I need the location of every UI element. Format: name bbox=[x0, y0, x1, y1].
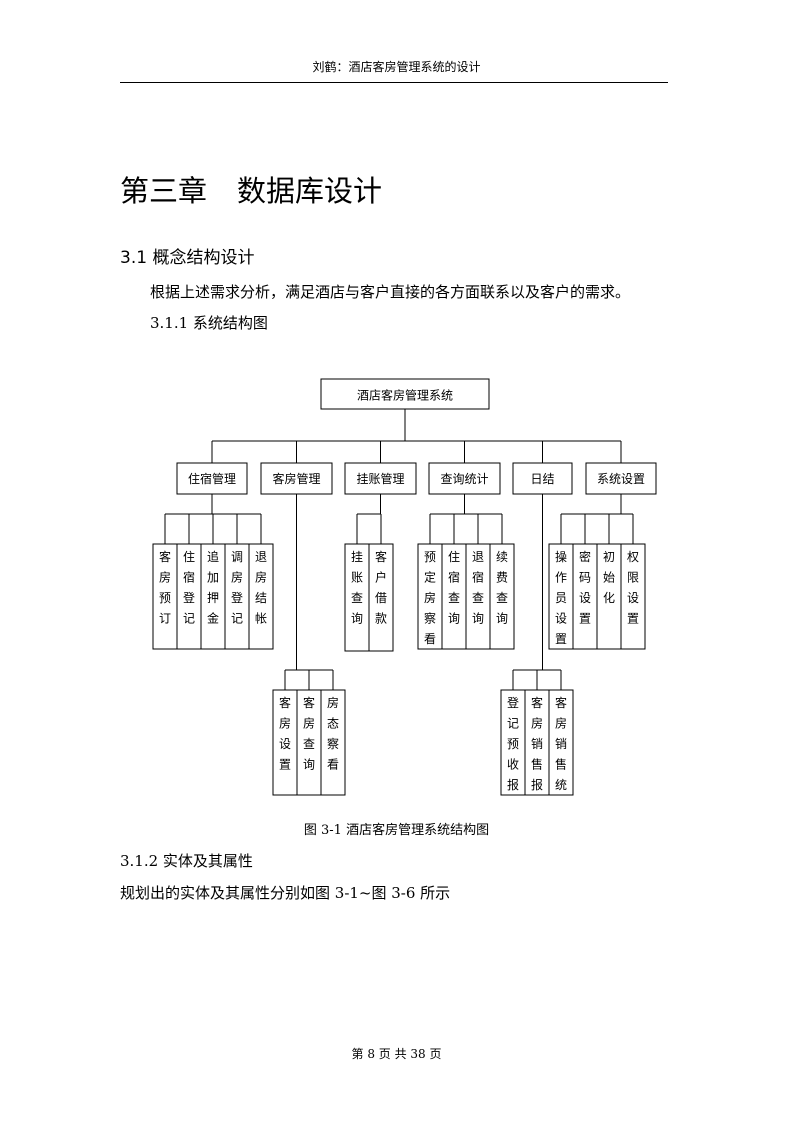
module-label: 系统设置 bbox=[597, 472, 645, 486]
chapter-number: 第三章 bbox=[120, 174, 208, 208]
root-label: 酒店客房管理系统 bbox=[357, 387, 453, 402]
header-rule bbox=[120, 82, 668, 83]
child-box bbox=[548, 689, 574, 796]
child-label: 初始化 bbox=[603, 550, 615, 605]
module-box bbox=[428, 462, 501, 495]
module-label: 挂账管理 bbox=[356, 471, 404, 486]
child-label: 预定房察看 bbox=[424, 550, 436, 646]
child-label: 客房设置 bbox=[279, 695, 291, 772]
child-box bbox=[489, 543, 515, 650]
child-label: 退房结帐 bbox=[255, 550, 267, 626]
child-label: 调房登记 bbox=[231, 550, 243, 626]
module-label: 客房管理 bbox=[272, 471, 320, 486]
root-box bbox=[320, 378, 490, 410]
child-label: 退宿查询 bbox=[472, 550, 484, 626]
paragraph-entities: 规划出的实体及其属性分别如图 3-1~图 3-6 所示 bbox=[120, 884, 451, 902]
child-box bbox=[620, 543, 646, 650]
child-box bbox=[441, 543, 467, 650]
child-label: 登记预收报 bbox=[507, 695, 519, 792]
child-box bbox=[596, 543, 622, 650]
child-label: 客房销售报 bbox=[531, 695, 543, 792]
child-label: 客房销售统 bbox=[555, 695, 567, 792]
child-label: 权限设置 bbox=[627, 550, 639, 626]
child-box bbox=[368, 543, 394, 652]
chapter-title: 数据库设计 bbox=[237, 174, 383, 208]
child-box bbox=[524, 689, 550, 796]
child-box bbox=[176, 543, 202, 650]
child-box bbox=[417, 543, 443, 650]
child-label: 客房预订 bbox=[159, 549, 171, 626]
child-label: 挂账查询 bbox=[351, 550, 363, 626]
child-box bbox=[224, 543, 250, 650]
page-footer: 第 8 页 共 38 页 bbox=[351, 1047, 442, 1061]
paragraph-intro: 根据上述需求分析，满足酒店与客户直接的各方面联系以及客户的需求。 bbox=[150, 283, 631, 301]
child-box bbox=[200, 543, 226, 650]
child-box bbox=[248, 543, 274, 650]
child-label: 住宿登记 bbox=[183, 550, 195, 626]
module-box bbox=[344, 462, 417, 495]
child-label: 客房查询 bbox=[303, 695, 315, 772]
module-label: 住宿管理 bbox=[188, 471, 236, 486]
child-label: 续费查询 bbox=[496, 550, 508, 626]
page-header: 刘鹤：酒店客房管理系统的设计 bbox=[312, 60, 481, 74]
child-box bbox=[152, 543, 178, 650]
child-box bbox=[272, 689, 298, 796]
child-label: 客户借款 bbox=[375, 549, 387, 626]
child-box bbox=[296, 689, 322, 796]
child-label: 密码设置 bbox=[579, 549, 591, 626]
child-box bbox=[572, 543, 598, 650]
child-box bbox=[465, 543, 491, 650]
child-label: 房态察看 bbox=[327, 695, 339, 772]
child-label: 追加押金 bbox=[207, 549, 219, 626]
section-heading: 3.1 概念结构设计 bbox=[120, 248, 255, 268]
child-label: 操作员设置 bbox=[555, 549, 567, 646]
child-box bbox=[320, 689, 346, 796]
subsection-heading-entities: 3.1.2 实体及其属性 bbox=[120, 852, 253, 870]
module-label: 查询统计 bbox=[440, 472, 488, 486]
child-label: 住宿查询 bbox=[448, 550, 460, 626]
figure-caption: 图 3-1 酒店客房管理系统结构图 bbox=[303, 823, 490, 838]
module-label: 日结 bbox=[530, 472, 554, 486]
subsection-heading-structure: 3.1.1 系统结构图 bbox=[150, 314, 268, 332]
child-box bbox=[548, 543, 574, 650]
chapter-heading: 第三章数据库设计 bbox=[120, 168, 382, 210]
child-box bbox=[500, 689, 526, 796]
